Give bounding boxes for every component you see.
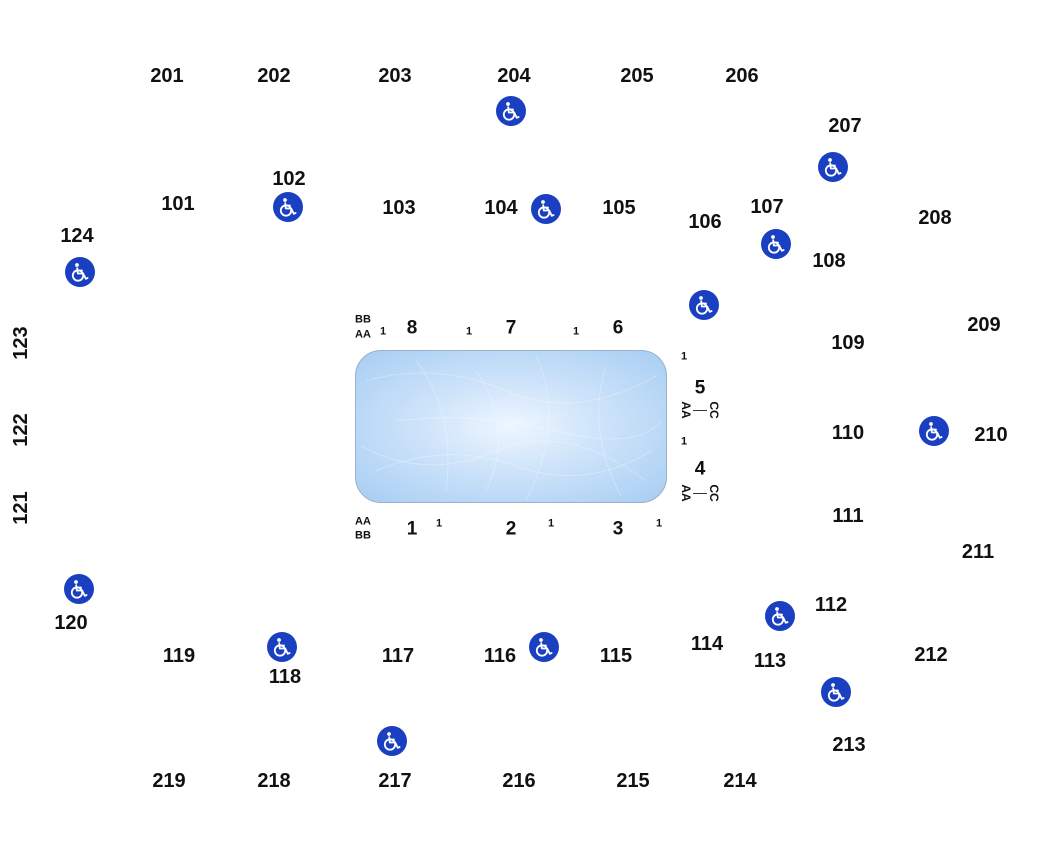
section-106[interactable]: 106 <box>688 211 722 233</box>
section-115[interactable]: 115 <box>599 645 633 667</box>
ice-texture <box>360 355 662 502</box>
row-label-aa: AA <box>355 328 371 341</box>
seat-one-label: 1 <box>547 517 555 530</box>
section-113[interactable]: 113 <box>753 650 787 672</box>
seat-one-label: 1 <box>379 325 387 338</box>
section-103[interactable]: 103 <box>382 197 416 219</box>
section-114[interactable]: 114 <box>690 633 724 655</box>
row-label-cc: CC <box>707 484 721 502</box>
wheelchair-icon <box>496 96 526 126</box>
section-216[interactable]: 216 <box>502 770 536 792</box>
floor-section-5[interactable]: 5 <box>694 377 706 399</box>
floor-section-4[interactable]: 4 <box>694 458 706 480</box>
wheelchair-icon <box>818 152 848 182</box>
section-120[interactable]: 120 <box>54 612 88 634</box>
floor-section-8[interactable]: 8 <box>406 317 418 339</box>
wheelchair-icon <box>689 290 719 320</box>
seat-one-label: 1 <box>465 325 473 338</box>
floor-section-2[interactable]: 2 <box>505 518 517 540</box>
section-105[interactable]: 105 <box>602 197 636 219</box>
section-121[interactable]: 121 <box>10 491 32 525</box>
seat-one-label: 1 <box>655 517 663 530</box>
wheelchair-icon <box>531 194 561 224</box>
section-214[interactable]: 214 <box>723 770 757 792</box>
floor-section-3[interactable]: 3 <box>612 518 624 540</box>
section-202[interactable]: 202 <box>257 65 291 87</box>
row-label-aa: AA <box>679 484 693 502</box>
floor-section-7[interactable]: 7 <box>505 317 517 339</box>
row-label-bb: BB <box>355 529 371 542</box>
section-201[interactable]: 201 <box>150 65 184 87</box>
section-207[interactable]: 207 <box>828 115 862 137</box>
row-label-cc: CC <box>707 401 721 419</box>
section-215[interactable]: 215 <box>616 770 650 792</box>
section-108[interactable]: 108 <box>812 250 846 272</box>
wheelchair-icon <box>65 257 95 287</box>
row-label-bb: BB <box>355 313 371 326</box>
section-116[interactable]: 116 <box>483 645 517 667</box>
row-range-line <box>693 493 707 494</box>
floor-section-6[interactable]: 6 <box>612 317 624 339</box>
section-211[interactable]: 211 <box>961 541 995 563</box>
section-206[interactable]: 206 <box>725 65 759 87</box>
floor-section-1[interactable]: 1 <box>406 518 418 540</box>
wheelchair-icon <box>765 601 795 631</box>
section-204[interactable]: 204 <box>497 65 531 87</box>
section-210[interactable]: 210 <box>974 424 1008 446</box>
row-label-aa: AA <box>355 515 371 528</box>
section-111[interactable]: 111 <box>832 505 864 527</box>
ice-rink <box>355 350 667 503</box>
section-209[interactable]: 209 <box>967 314 1001 336</box>
wheelchair-icon <box>273 192 303 222</box>
section-208[interactable]: 208 <box>918 207 952 229</box>
seat-one-label: 1 <box>680 435 688 448</box>
section-217[interactable]: 217 <box>378 770 412 792</box>
wheelchair-icon <box>64 574 94 604</box>
section-218[interactable]: 218 <box>257 770 291 792</box>
section-212[interactable]: 212 <box>914 644 948 666</box>
wheelchair-icon <box>377 726 407 756</box>
seat-one-label: 1 <box>680 350 688 363</box>
section-117[interactable]: 117 <box>381 645 415 667</box>
section-203[interactable]: 203 <box>378 65 412 87</box>
section-104[interactable]: 104 <box>484 197 518 219</box>
wheelchair-icon <box>267 632 297 662</box>
row-range-line <box>693 410 707 411</box>
wheelchair-icon <box>919 416 949 446</box>
section-118[interactable]: 118 <box>268 666 302 688</box>
section-213[interactable]: 213 <box>832 734 866 756</box>
section-123[interactable]: 123 <box>10 326 32 360</box>
section-205[interactable]: 205 <box>620 65 654 87</box>
section-110[interactable]: 110 <box>831 422 865 444</box>
section-112[interactable]: 112 <box>814 594 848 616</box>
section-107[interactable]: 107 <box>750 196 784 218</box>
section-102[interactable]: 102 <box>272 168 306 190</box>
section-122[interactable]: 122 <box>10 413 32 447</box>
row-label-aa: AA <box>679 401 693 419</box>
wheelchair-icon <box>761 229 791 259</box>
wheelchair-icon <box>821 677 851 707</box>
section-109[interactable]: 109 <box>831 332 865 354</box>
section-119[interactable]: 119 <box>162 645 196 667</box>
seat-one-label: 1 <box>572 325 580 338</box>
section-219[interactable]: 219 <box>152 770 186 792</box>
section-124[interactable]: 124 <box>60 225 94 247</box>
section-101[interactable]: 101 <box>161 193 195 215</box>
seat-one-label: 1 <box>435 517 443 530</box>
wheelchair-icon <box>529 632 559 662</box>
